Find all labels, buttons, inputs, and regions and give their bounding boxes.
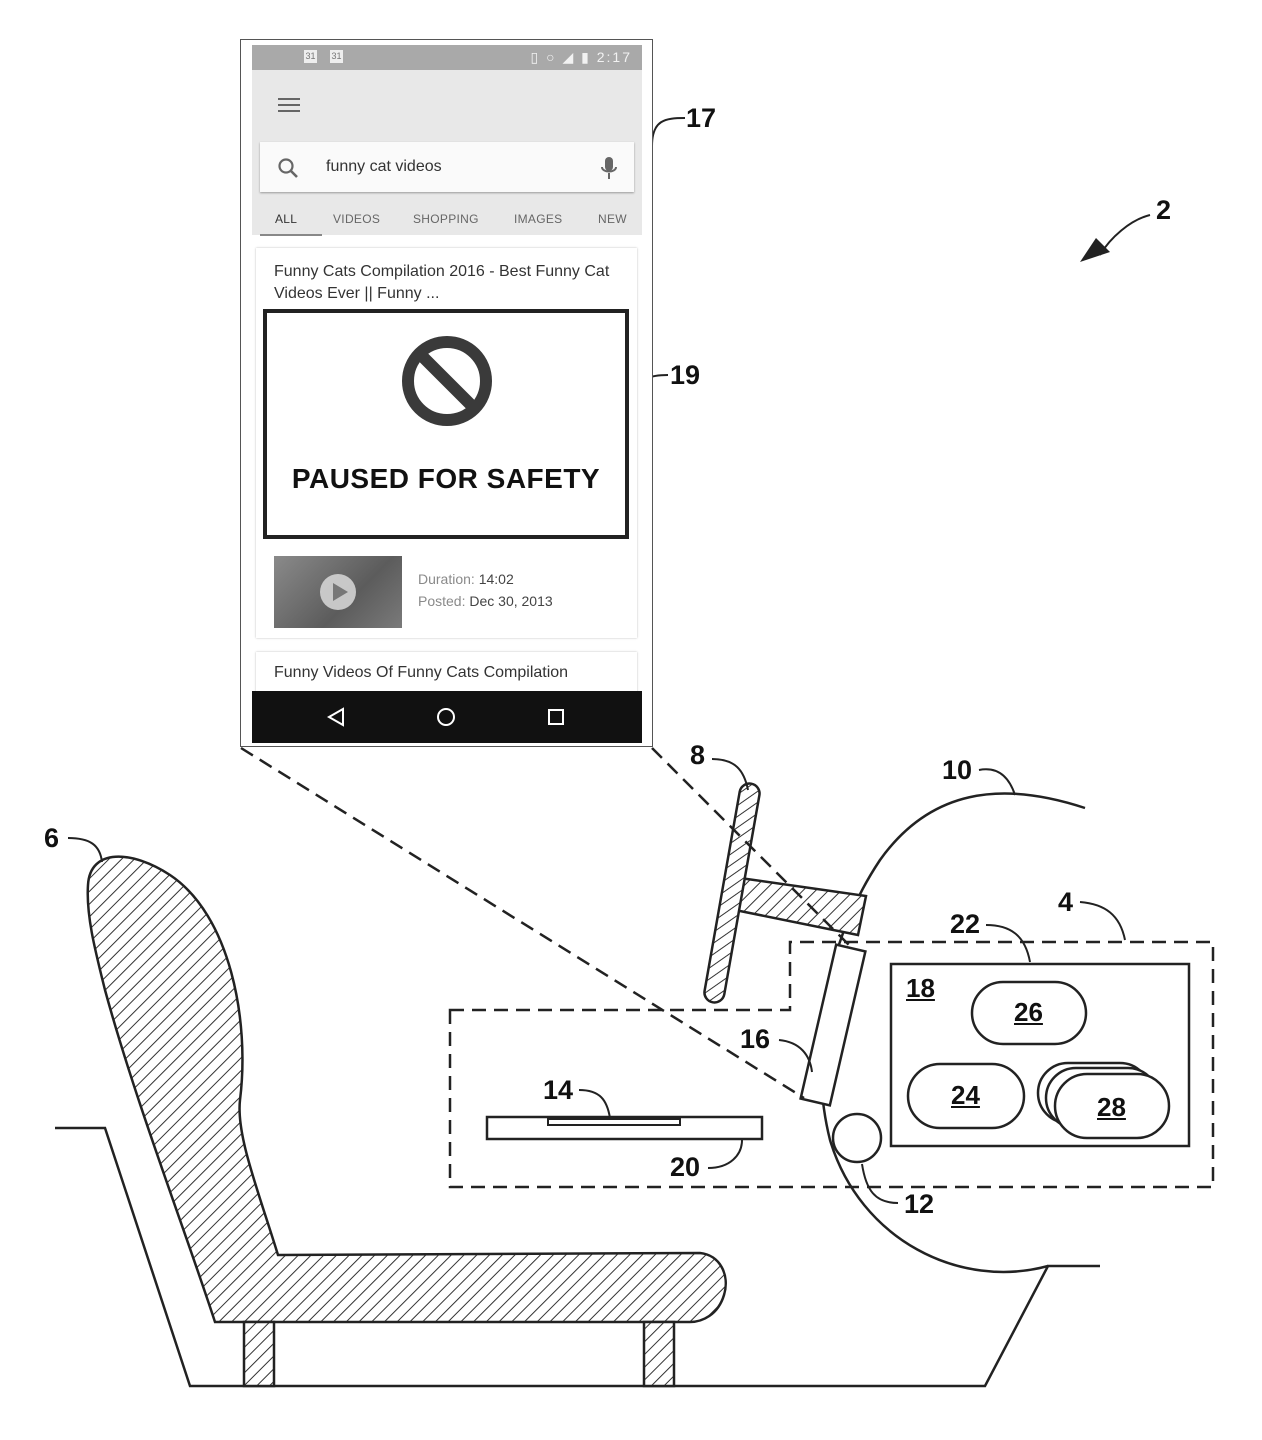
active-tab-indicator <box>260 234 322 236</box>
sensor <box>831 1112 883 1164</box>
video-thumbnail[interactable] <box>274 556 402 628</box>
seat <box>86 855 727 1388</box>
home-icon[interactable] <box>436 707 456 727</box>
search-tabs: ALL VIDEOS SHOPPING IMAGES NEW <box>260 210 640 236</box>
status-calendar-icon: 31 <box>304 50 317 63</box>
result-title[interactable]: Funny Cats Compilation 2016 - Best Funny… <box>274 263 610 302</box>
ref-video-area: 19 <box>670 360 701 390</box>
mic-icon[interactable] <box>600 156 618 182</box>
box-26 <box>970 980 1088 1046</box>
recents-icon[interactable] <box>546 707 566 727</box>
ref-steering-wheel: 8 <box>690 740 706 770</box>
duration-label: Duration: <box>418 571 475 587</box>
ref-box-26: 26 <box>1014 997 1043 1027</box>
battery-icon: ▮ <box>581 49 591 65</box>
paused-label: PAUSED FOR SAFETY <box>291 463 601 494</box>
duration-value: 14:02 <box>478 571 514 587</box>
next-result-title[interactable]: Funny Videos Of Funny Cats Compilation <box>274 664 569 681</box>
display <box>799 943 867 1107</box>
figure-arrowhead <box>1080 238 1110 262</box>
wifi-icon: ○ <box>546 49 557 65</box>
search-input[interactable]: funny cat videos <box>260 142 634 192</box>
tab-all[interactable]: ALL <box>275 212 298 226</box>
play-icon[interactable] <box>318 572 358 612</box>
app-bar: funny cat videos ALL VIDEOS SHOPPING IMA… <box>252 70 642 236</box>
cabin-outline <box>55 1126 1100 1388</box>
ref-box-22: 22 <box>950 909 981 939</box>
posted-label: Posted: <box>418 593 466 609</box>
ref-phone-screen: 17 <box>686 103 717 133</box>
projection-lines <box>240 746 853 1100</box>
vibrate-icon: ▯ <box>530 49 541 65</box>
video-meta: Duration: 14:02 Posted: Dec 30, 2013 <box>418 568 553 612</box>
search-query: funny cat videos <box>326 158 442 175</box>
tab-videos[interactable]: VIDEOS <box>333 212 381 226</box>
ref-seat: 6 <box>44 823 60 853</box>
box-24 <box>906 1062 1026 1130</box>
computing-device-outline <box>448 940 1215 1189</box>
ref-box-24: 24 <box>951 1080 980 1110</box>
box-28 <box>1053 1072 1171 1140</box>
ref-box-18: 18 <box>906 973 935 1003</box>
ref-sensor: 12 <box>904 1189 935 1219</box>
ref-box-28: 28 <box>1097 1092 1126 1122</box>
tab-news[interactable]: NEW <box>598 212 627 226</box>
ref-display: 16 <box>740 1024 771 1054</box>
status-time: 2:17 <box>596 49 632 65</box>
phone-screen: 31 31 ▯ ○ ◢ ▮ 2:17 funny cat videos ALL <box>240 39 653 747</box>
menu-icon[interactable] <box>278 98 300 113</box>
ref-dashboard: 10 <box>942 755 973 785</box>
signal-icon: ◢ <box>562 49 576 65</box>
ref-box-20: 20 <box>670 1152 701 1182</box>
status-calendar-icon-2: 31 <box>330 50 343 63</box>
steering-wheel <box>703 782 868 1004</box>
tab-shopping[interactable]: SHOPPING <box>413 212 479 226</box>
ref-figure: 2 <box>1156 195 1172 225</box>
status-bar: 31 31 ▯ ○ ◢ ▮ 2:17 <box>252 45 642 70</box>
ref-computing-device: 4 <box>1058 887 1074 917</box>
tab-images[interactable]: IMAGES <box>514 212 563 226</box>
ref-device: 14 <box>543 1075 574 1105</box>
no-symbol-icon <box>402 336 492 426</box>
search-icon[interactable] <box>276 156 300 180</box>
paused-video-area: PAUSED FOR SAFETY <box>263 309 629 539</box>
video-result-card[interactable]: Funny Cats Compilation 2016 - Best Funny… <box>256 248 637 638</box>
device <box>547 1118 681 1126</box>
status-icons: ▯ ○ ◢ ▮ 2:17 <box>531 49 633 66</box>
nav-bar <box>252 691 642 743</box>
posted-value: Dec 30, 2013 <box>469 593 553 609</box>
back-icon[interactable] <box>326 707 346 727</box>
